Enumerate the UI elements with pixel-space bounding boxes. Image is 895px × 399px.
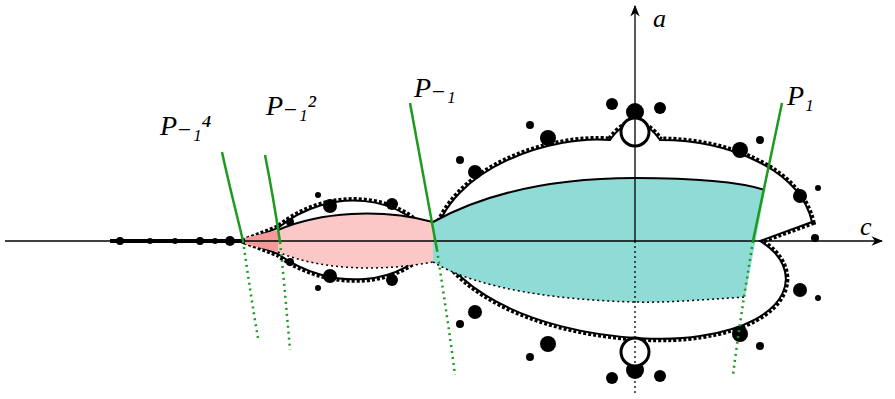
upper-boundary — [433, 178, 765, 222]
curve-label: P₋₁² — [266, 92, 316, 120]
axis-label: a — [653, 6, 666, 32]
a-axis — [634, 6, 635, 241]
curve-label: P₁ — [787, 82, 814, 110]
axis-label: c — [860, 214, 872, 240]
c-axis — [5, 240, 882, 241]
curve-label: P₋₁ — [414, 74, 456, 102]
lower-boundary — [278, 252, 433, 268]
green-curves — [222, 103, 782, 375]
a-axis — [634, 241, 635, 396]
lower-boundary — [433, 262, 745, 302]
cyan-region — [433, 178, 765, 302]
upper-boundary — [278, 214, 433, 230]
curve-label: P₋₁⁴ — [160, 112, 211, 140]
